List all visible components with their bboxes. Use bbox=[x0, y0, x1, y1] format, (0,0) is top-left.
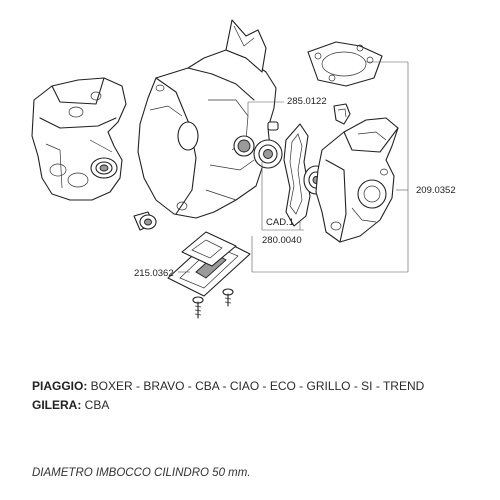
compat-line-gilera: GILERA: CBA bbox=[32, 398, 109, 413]
crankcase-gasket bbox=[283, 123, 311, 227]
screw-2 bbox=[192, 296, 204, 319]
intake-flap bbox=[225, 19, 267, 73]
leader-lines bbox=[178, 61, 409, 273]
exploded-crankcase-diagram: 285.0122 209.0352 CAD.1 280.0040 215.036… bbox=[31, 19, 456, 319]
main-crankcase bbox=[137, 49, 277, 219]
cylinder-base-gasket bbox=[307, 41, 383, 87]
left-bearing bbox=[90, 157, 118, 179]
sleeve bbox=[133, 211, 157, 231]
main-bearing bbox=[233, 135, 255, 157]
models-gilera: CBA bbox=[81, 398, 110, 412]
brand-gilera: GILERA: bbox=[32, 398, 82, 412]
right-crankcase-half bbox=[315, 117, 399, 243]
cylinder-diameter-note: DIAMETRO IMBOCCO CILINDRO 50 mm. bbox=[32, 467, 251, 479]
left-crankcase-half bbox=[31, 77, 127, 201]
intake-block bbox=[181, 231, 237, 267]
dowel-pin bbox=[267, 121, 279, 131]
screw-1 bbox=[222, 288, 234, 307]
part-number-280-0040: 280.0040 bbox=[262, 235, 302, 246]
brand-piaggio: PIAGGIO: bbox=[32, 379, 88, 393]
compat-line-piaggio: PIAGGIO: BOXER - BRAVO - CBA - CIAO - EC… bbox=[32, 379, 424, 394]
small-bracket bbox=[333, 103, 351, 125]
part-number-215-0362: 215.0362 bbox=[134, 268, 174, 279]
part-number-209-0352: 209.0352 bbox=[416, 185, 456, 196]
crankshaft-bearing bbox=[253, 139, 283, 169]
part-number-285-0122: 285.0122 bbox=[287, 96, 327, 107]
part-label-cad-1: CAD.1 bbox=[266, 217, 294, 228]
models-piaggio: BOXER - BRAVO - CBA - CIAO - ECO - GRILL… bbox=[87, 379, 425, 393]
